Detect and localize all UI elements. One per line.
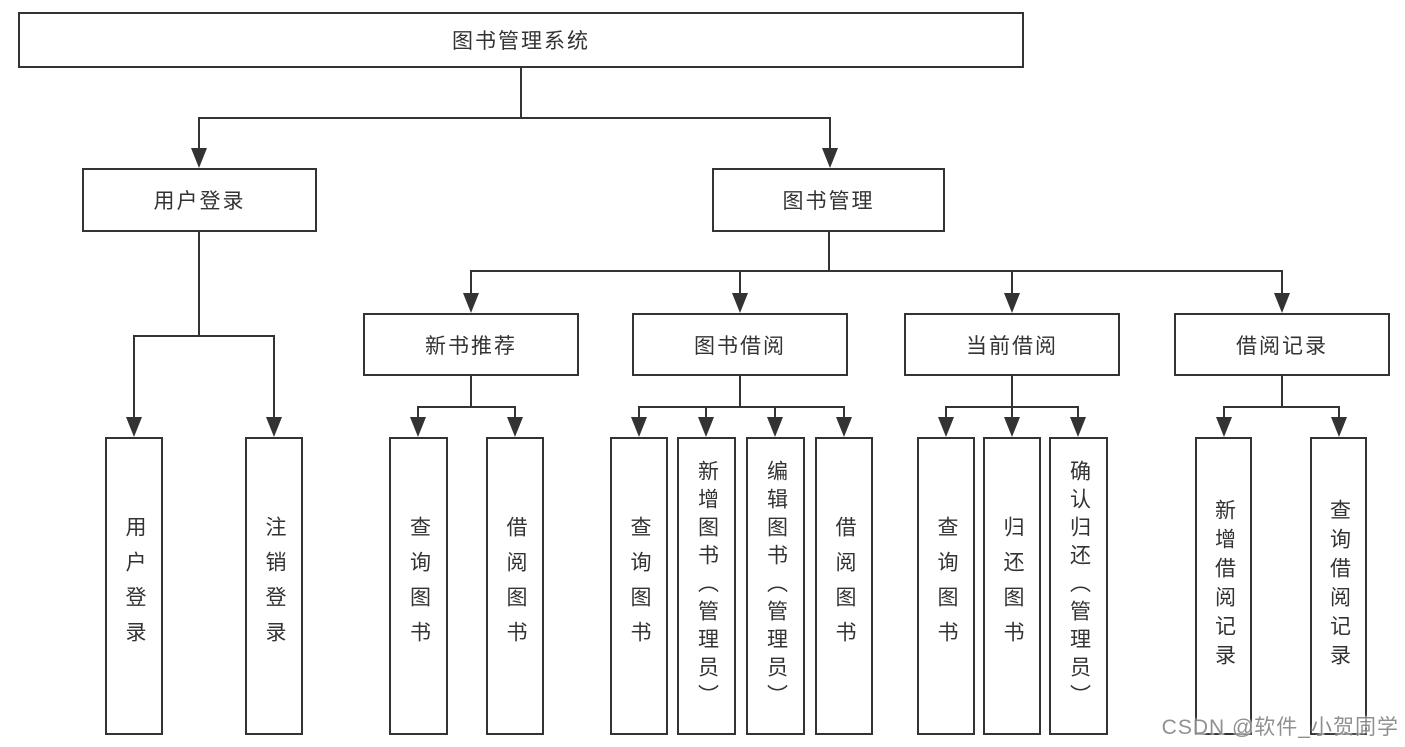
node-root-label: 图书管理系统 bbox=[452, 30, 590, 53]
leaf-user-login: 用户登录 bbox=[105, 437, 163, 735]
connector-line bbox=[1077, 406, 1079, 420]
connector-line bbox=[1011, 374, 1013, 408]
connector-line bbox=[198, 117, 831, 119]
node-book-management: 图书管理 bbox=[712, 168, 945, 232]
connector-line bbox=[829, 117, 831, 152]
leaf-add-books-admin: 新增图书（管理员） bbox=[677, 437, 736, 735]
node-current-borrow-label: 当前借阅 bbox=[966, 334, 1058, 358]
arrowhead-down bbox=[1216, 417, 1232, 437]
leaf-borrow-books: 借阅图书 bbox=[815, 437, 873, 735]
node-book-management-label: 图书管理 bbox=[782, 190, 875, 213]
arrowhead-down bbox=[938, 417, 954, 437]
leaf-edit-books-admin: 编辑图书（管理员） bbox=[746, 437, 805, 735]
connector-line bbox=[198, 230, 200, 335]
connector-line bbox=[198, 117, 200, 152]
arrowhead-down bbox=[698, 417, 714, 437]
connector-line bbox=[470, 374, 472, 408]
node-root-system: 图书管理系统 bbox=[18, 12, 1024, 68]
leaf-query-borrow-record: 查询借阅记录 bbox=[1310, 437, 1367, 735]
arrowhead-down bbox=[1070, 417, 1086, 437]
node-borrow-records: 借阅记录 bbox=[1174, 313, 1390, 376]
node-user-login: 用户登录 bbox=[82, 168, 317, 232]
arrowhead-down bbox=[836, 417, 852, 437]
connector-line bbox=[638, 406, 640, 420]
leaf-query-books-borrow: 查询图书 bbox=[610, 437, 668, 735]
connector-line bbox=[133, 335, 275, 337]
node-user-login-label: 用户登录 bbox=[153, 190, 246, 213]
connector-line bbox=[828, 230, 830, 272]
arrowhead-down bbox=[191, 148, 207, 168]
leaf-query-books-recommend: 查询图书 bbox=[389, 437, 448, 735]
arrowhead-down bbox=[507, 417, 523, 437]
connector-line bbox=[739, 374, 741, 408]
connector-line bbox=[417, 406, 516, 408]
leaf-query-books-current: 查询图书 bbox=[917, 437, 975, 735]
connector-line bbox=[1011, 406, 1013, 420]
connector-line bbox=[133, 335, 135, 421]
leaf-logout: 注销登录 bbox=[245, 437, 303, 735]
connector-line bbox=[1281, 374, 1283, 408]
connector-line bbox=[520, 66, 522, 119]
arrowhead-down bbox=[1004, 293, 1020, 313]
connector-line bbox=[470, 270, 1283, 272]
arrowhead-down bbox=[1331, 417, 1347, 437]
connector-line bbox=[843, 406, 845, 420]
connector-line bbox=[705, 406, 707, 420]
leaf-add-borrow-record: 新增借阅记录 bbox=[1195, 437, 1252, 735]
node-borrow-records-label: 借阅记录 bbox=[1236, 334, 1328, 358]
arrowhead-down bbox=[767, 417, 783, 437]
connector-line bbox=[1281, 270, 1283, 297]
connector-line bbox=[739, 270, 741, 297]
connector-line bbox=[470, 270, 472, 297]
connector-line bbox=[417, 406, 419, 420]
connector-line bbox=[945, 406, 947, 420]
node-book-borrow-label: 图书借阅 bbox=[694, 334, 786, 358]
node-new-book-recommend: 新书推荐 bbox=[363, 313, 579, 376]
arrowhead-down bbox=[463, 293, 479, 313]
node-new-book-recommend-label: 新书推荐 bbox=[425, 334, 517, 358]
connector-line bbox=[273, 335, 275, 421]
connector-line bbox=[1011, 270, 1013, 297]
connector-line bbox=[514, 406, 516, 420]
arrowhead-down bbox=[266, 417, 282, 437]
leaf-confirm-return-admin: 确认归还（管理员） bbox=[1049, 437, 1108, 735]
arrowhead-down bbox=[732, 293, 748, 313]
connector-line bbox=[774, 406, 776, 420]
connector-line bbox=[1223, 406, 1340, 408]
arrowhead-down bbox=[410, 417, 426, 437]
connector-line bbox=[638, 406, 845, 408]
arrowhead-down bbox=[631, 417, 647, 437]
arrowhead-down bbox=[1004, 417, 1020, 437]
node-book-borrow: 图书借阅 bbox=[632, 313, 848, 376]
arrowhead-down bbox=[1274, 293, 1290, 313]
connector-line bbox=[1223, 406, 1225, 420]
arrowhead-down bbox=[822, 148, 838, 168]
connector-line bbox=[1338, 406, 1340, 420]
leaf-return-books: 归还图书 bbox=[983, 437, 1041, 735]
csdn-watermark: CSDN @软件_小贺同学 bbox=[1161, 716, 1399, 739]
arrowhead-down bbox=[126, 417, 142, 437]
leaf-borrow-books-recommend: 借阅图书 bbox=[486, 437, 544, 735]
node-current-borrow: 当前借阅 bbox=[904, 313, 1120, 376]
